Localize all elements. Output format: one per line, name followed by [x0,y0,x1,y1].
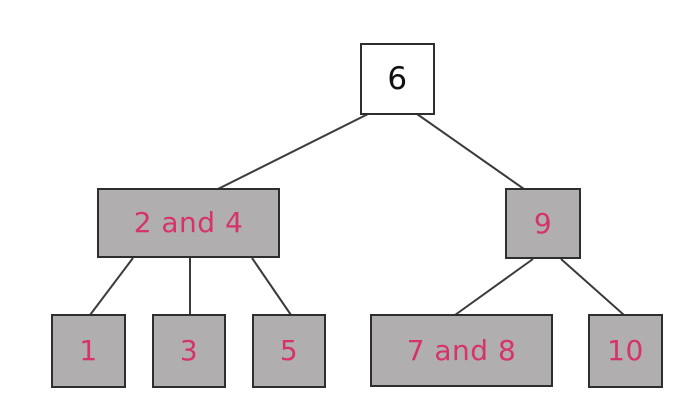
node-label-7-and-8: 7 and 8 [406,333,517,367]
tree-node-10: 10 [588,314,663,388]
tree-node-7-and-8: 7 and 8 [370,314,553,387]
edge-9-to-7and8 [454,258,534,316]
node-label-9: 9 [533,206,553,240]
node-label-2-and-4: 2 and 4 [133,206,244,239]
node-label-6: 6 [387,60,408,97]
node-label-5: 5 [279,334,299,367]
edge-root-to-9 [416,113,525,190]
tree-node-9: 9 [505,188,581,259]
tree-node-5: 5 [252,314,326,388]
tree-node-3: 3 [152,314,226,388]
node-label-10: 10 [607,334,644,367]
tree-node-1: 1 [51,314,126,388]
node-label-3: 3 [179,334,199,367]
edge-root-to-2and4 [217,113,369,190]
edge-2and4-to-5 [251,257,292,316]
edge-2and4-to-1 [89,257,134,316]
tree-node-2-and-4: 2 and 4 [97,188,280,258]
edge-9-to-10 [560,258,625,316]
node-label-1: 1 [79,334,98,367]
tree-node-6: 6 [360,43,435,115]
